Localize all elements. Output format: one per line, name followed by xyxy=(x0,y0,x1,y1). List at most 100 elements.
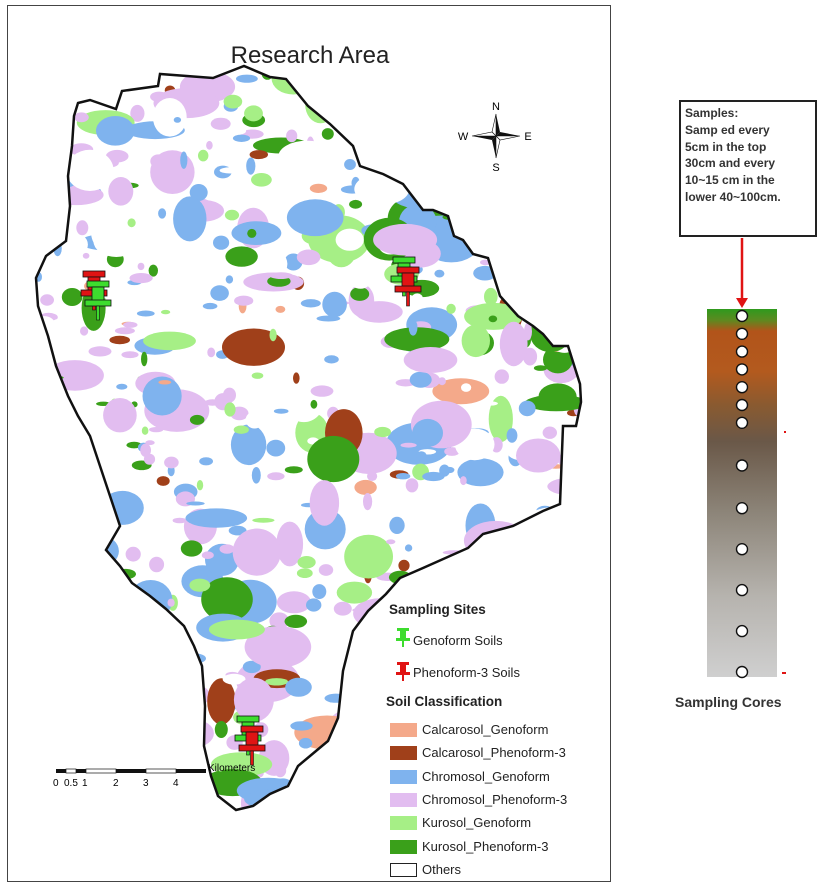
legend-swatch-6 xyxy=(390,862,417,877)
soil-patch xyxy=(434,269,445,278)
legend-label-4: Kurosol_Genoform xyxy=(422,815,532,831)
soil-patch xyxy=(73,664,92,677)
soil-patch xyxy=(83,536,91,541)
soil-patch xyxy=(230,424,267,466)
soil-patch xyxy=(273,408,289,414)
sample-point-7 xyxy=(735,459,749,472)
soil-patch xyxy=(116,598,133,612)
soil-patch xyxy=(447,206,462,213)
soil-patch xyxy=(338,79,350,97)
soil-patch xyxy=(578,485,581,496)
soil-patch xyxy=(572,147,581,159)
soil-patch xyxy=(434,564,451,577)
soil-patch xyxy=(463,520,528,561)
soil-patch xyxy=(324,693,348,703)
green-pushpin-icon[interactable] xyxy=(84,280,112,321)
soil-patch xyxy=(251,173,272,187)
soil-patch xyxy=(210,117,231,130)
legend-swatch-0 xyxy=(390,723,417,737)
soil-patch xyxy=(548,576,556,590)
soil-patch xyxy=(40,196,59,212)
soil-patch xyxy=(78,451,89,463)
soil-patch xyxy=(286,199,344,237)
soil-patch xyxy=(158,208,167,219)
soil-patch xyxy=(457,458,504,487)
soil-patch xyxy=(360,797,382,810)
soil-patch xyxy=(350,287,370,301)
samples-line-4: 10~15 cm in the xyxy=(685,173,775,188)
soil-map[interactable]: N S E W Kilometers 0 0.5 1 2 3 4 xyxy=(8,6,612,883)
soil-patch xyxy=(516,223,574,241)
soil-patch xyxy=(320,771,349,797)
soil-patch xyxy=(547,477,581,496)
soil-patch xyxy=(123,321,138,328)
soil-patch xyxy=(466,182,477,191)
soil-patch xyxy=(44,66,59,72)
sample-point-9 xyxy=(735,543,749,556)
soil-patch xyxy=(122,671,136,683)
soil-patch xyxy=(551,66,567,76)
soil-patch xyxy=(36,212,50,218)
green-pushpin-icon xyxy=(396,628,410,648)
soil-patch xyxy=(307,435,360,483)
soil-patch xyxy=(394,74,418,84)
soil-patch xyxy=(222,673,246,685)
site-northeast-site[interactable] xyxy=(390,256,422,307)
soil-patch xyxy=(460,476,467,486)
soil-patch xyxy=(188,774,195,781)
soil-patch xyxy=(563,231,581,239)
soil-patch xyxy=(452,194,476,203)
soil-patch xyxy=(115,759,128,769)
soil-patch xyxy=(210,285,229,301)
soil-patch xyxy=(245,411,264,429)
soil-patch xyxy=(513,108,533,117)
soil-patch xyxy=(247,228,257,238)
soil-patch xyxy=(499,321,528,367)
soil-patch xyxy=(53,603,91,645)
red-pushpin-icon[interactable] xyxy=(238,725,266,766)
soil-patch xyxy=(534,558,541,576)
soil-patch xyxy=(486,575,533,595)
soil-patch xyxy=(40,294,54,306)
map-frame: Research Area N S E W xyxy=(7,5,611,882)
site-west-site[interactable] xyxy=(80,270,112,321)
scale-tick-0: 0 xyxy=(53,778,59,789)
soil-patch xyxy=(75,706,99,721)
soil-patch xyxy=(496,244,506,252)
soil-patch xyxy=(278,140,336,173)
scale-tick-5: 4 xyxy=(173,778,179,789)
soil-patch xyxy=(143,331,196,351)
soil-patch xyxy=(72,612,83,621)
soil-patch xyxy=(189,414,205,425)
map-title: Research Area xyxy=(230,42,390,69)
soil-patch xyxy=(357,118,379,126)
soil-patch xyxy=(65,439,75,458)
soil-patch xyxy=(556,240,569,252)
soil-patch xyxy=(297,556,316,569)
soil-patch xyxy=(403,347,458,373)
soil-patch xyxy=(285,677,312,697)
sample-point-11 xyxy=(735,624,749,638)
soil-patch xyxy=(389,516,405,534)
soil-patch xyxy=(61,288,83,306)
soil-patch xyxy=(219,167,241,174)
soil-patch xyxy=(48,66,58,74)
soil-patch xyxy=(330,75,339,83)
soil-patch xyxy=(353,66,385,83)
soil-patch xyxy=(525,290,543,295)
scale-tick-3: 2 xyxy=(113,778,119,789)
sample-point-8 xyxy=(735,502,749,515)
samples-note-box: Samples: Samp ed every 5cm in the top 30… xyxy=(679,100,817,237)
soil-patch xyxy=(506,638,514,654)
soil-patch xyxy=(173,117,182,123)
soil-patch xyxy=(426,105,439,120)
soil-patch xyxy=(232,134,251,142)
legend-phenoform-soils: Phenoform-3 Soils xyxy=(413,665,520,680)
site-south-site[interactable] xyxy=(234,715,266,766)
soil-patch xyxy=(40,600,68,619)
soil-patch xyxy=(428,156,464,192)
soil-patch xyxy=(357,719,373,731)
red-pushpin-icon[interactable] xyxy=(394,266,422,307)
soil-patch xyxy=(472,554,504,591)
soil-patch xyxy=(484,287,498,306)
